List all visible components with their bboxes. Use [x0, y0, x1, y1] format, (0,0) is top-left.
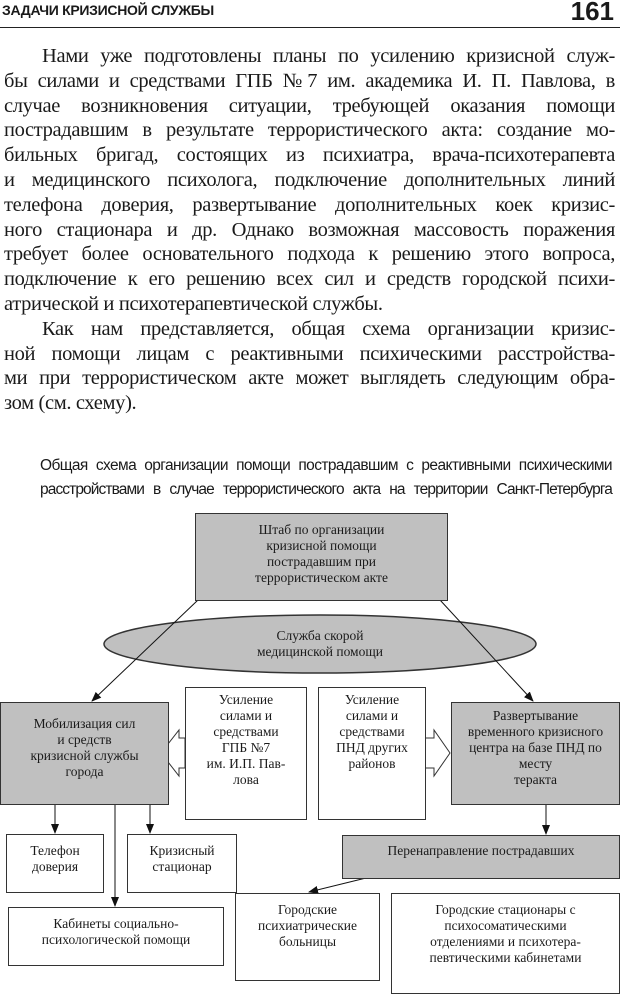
text-line: подключение к его решению всех сил и сре… — [4, 268, 615, 291]
label-line: психологической помощи — [41, 932, 191, 947]
text-line: и медицинского психолога, подключение до… — [4, 168, 615, 191]
label-line: больницы — [278, 934, 337, 949]
caption-line: расстройствами в случае террористическог… — [40, 481, 613, 498]
redirect-box: Перенаправление пострадавших — [342, 835, 620, 879]
text-line: атрической и психотерапевтической службы… — [4, 292, 383, 315]
label-line: Городские — [277, 902, 338, 917]
text-line: ного стационара и др. Однако возможная м… — [4, 218, 615, 241]
label-line: средствами — [213, 724, 279, 739]
label-line: теракта — [513, 772, 558, 787]
label-line: Штаб по организации — [258, 522, 385, 537]
label-line: временного кризисного — [467, 724, 604, 739]
reinforce-gpb-box: Усиление силами и средствами ГПБ №7 им. … — [185, 687, 307, 820]
header-rule — [0, 27, 620, 28]
text-line: случае возникновения ситуации, требующей… — [4, 94, 615, 117]
label-line: ГПБ №7 — [221, 740, 271, 755]
label-line: и средств — [57, 732, 112, 747]
city-hospitals-box: Городские стационары с психосоматическим… — [391, 893, 620, 994]
label-line: кризисной службы — [30, 748, 139, 763]
text-line: зом (см. схему). — [4, 392, 137, 415]
crisis-hospital-box: Кризисный стационар — [127, 834, 237, 893]
label-line: стационар — [152, 859, 212, 874]
label-line: Городские стационары с — [435, 902, 576, 917]
label-line: им. И.П. Пав- — [206, 756, 286, 771]
ambulance-label: Служба скорой медицинской помощи — [220, 628, 420, 660]
label-line: Кризисный — [149, 843, 215, 858]
reinforce-pnd-box: Усиление силами и средствами ПНД других … — [318, 687, 426, 820]
text-line: Нами уже подготовлены планы по усилению … — [42, 45, 615, 67]
social-offices-box: Кабинеты социально- психологической помо… — [8, 907, 224, 966]
text-line: пострадавшим в результате террористическ… — [4, 119, 615, 142]
label-line: районов — [348, 756, 396, 771]
label-line: лова — [233, 772, 259, 787]
text-line: ми при террористическом акте может выгля… — [4, 367, 615, 390]
text-line: бильных бригад, состоящих из психиатра, … — [4, 144, 615, 167]
label-line: Служба скорой — [276, 628, 364, 643]
label-line: города — [65, 764, 104, 779]
label-line: доверия — [31, 859, 79, 874]
label-line: психосоматическими — [444, 918, 567, 933]
label-line: кризисной помощи — [266, 538, 377, 553]
label-line: Развертывание — [492, 708, 579, 723]
ambulance-ellipse — [103, 614, 537, 674]
label-line: силами и — [345, 708, 399, 723]
page-number: 161 — [570, 0, 614, 26]
text-line: Как нам представляется, общая схема орга… — [42, 317, 615, 340]
label-line: отделениями и психотера- — [430, 934, 581, 949]
text-line: телефона доверия, развертывание дополнит… — [4, 193, 615, 216]
psych-hospitals-box: Городские психиатрические больницы — [235, 893, 380, 981]
label-line: певтическими кабинетами — [429, 950, 582, 965]
label-line: пострадавшим при — [266, 554, 377, 569]
headquarters-box: Штаб по организации кризисной помощи пос… — [195, 513, 448, 601]
running-header-title: ЗАДАЧИ КРИЗИСНОЙ СЛУЖБЫ — [2, 2, 214, 18]
arrow-to-psych-hospitals — [308, 877, 367, 894]
text-line: ной помощи лицам с реактивными психическ… — [4, 342, 615, 365]
diagram-caption: Общая схема организации помощи пострадав… — [40, 454, 613, 502]
arrow-to-deployment — [439, 599, 534, 702]
label-line: Перенаправление пострадавших — [387, 843, 575, 858]
deployment-box: Развертывание временного кризисного цент… — [451, 702, 620, 805]
mobilization-box: Мобилизация сил и средств кризисной служ… — [0, 702, 169, 805]
label-line: центра на базе ПНД по — [469, 740, 602, 755]
text-line: бы силами и средствами ГПБ №7 им. академ… — [4, 69, 615, 92]
label-line: Телефон — [30, 843, 80, 858]
label-line: ПНД других — [336, 740, 408, 755]
label-line: силами и — [219, 708, 273, 723]
label-line: Мобилизация сил — [33, 716, 136, 731]
caption-line: Общая схема организации помощи пострадав… — [40, 457, 613, 474]
label-line: Усиление — [344, 692, 400, 707]
hotline-box: Телефон доверия — [6, 834, 104, 893]
label-line: террористическом акте — [255, 570, 388, 585]
label-line: психиатрические — [258, 918, 357, 933]
label-line: Кабинеты социально- — [53, 916, 179, 931]
body-text: Нами уже подготовлены планы по усилению … — [4, 44, 615, 416]
text-line: требует более основательного подхода к р… — [4, 243, 615, 266]
block-arrow-left — [160, 728, 186, 778]
label-line: медицинской помощи — [257, 644, 383, 659]
label-line: Усиление — [218, 692, 274, 707]
arrow-to-mobilization — [91, 599, 199, 702]
label-line: средствами — [339, 724, 405, 739]
block-arrow-right — [424, 728, 451, 778]
label-line: месту — [518, 756, 553, 771]
